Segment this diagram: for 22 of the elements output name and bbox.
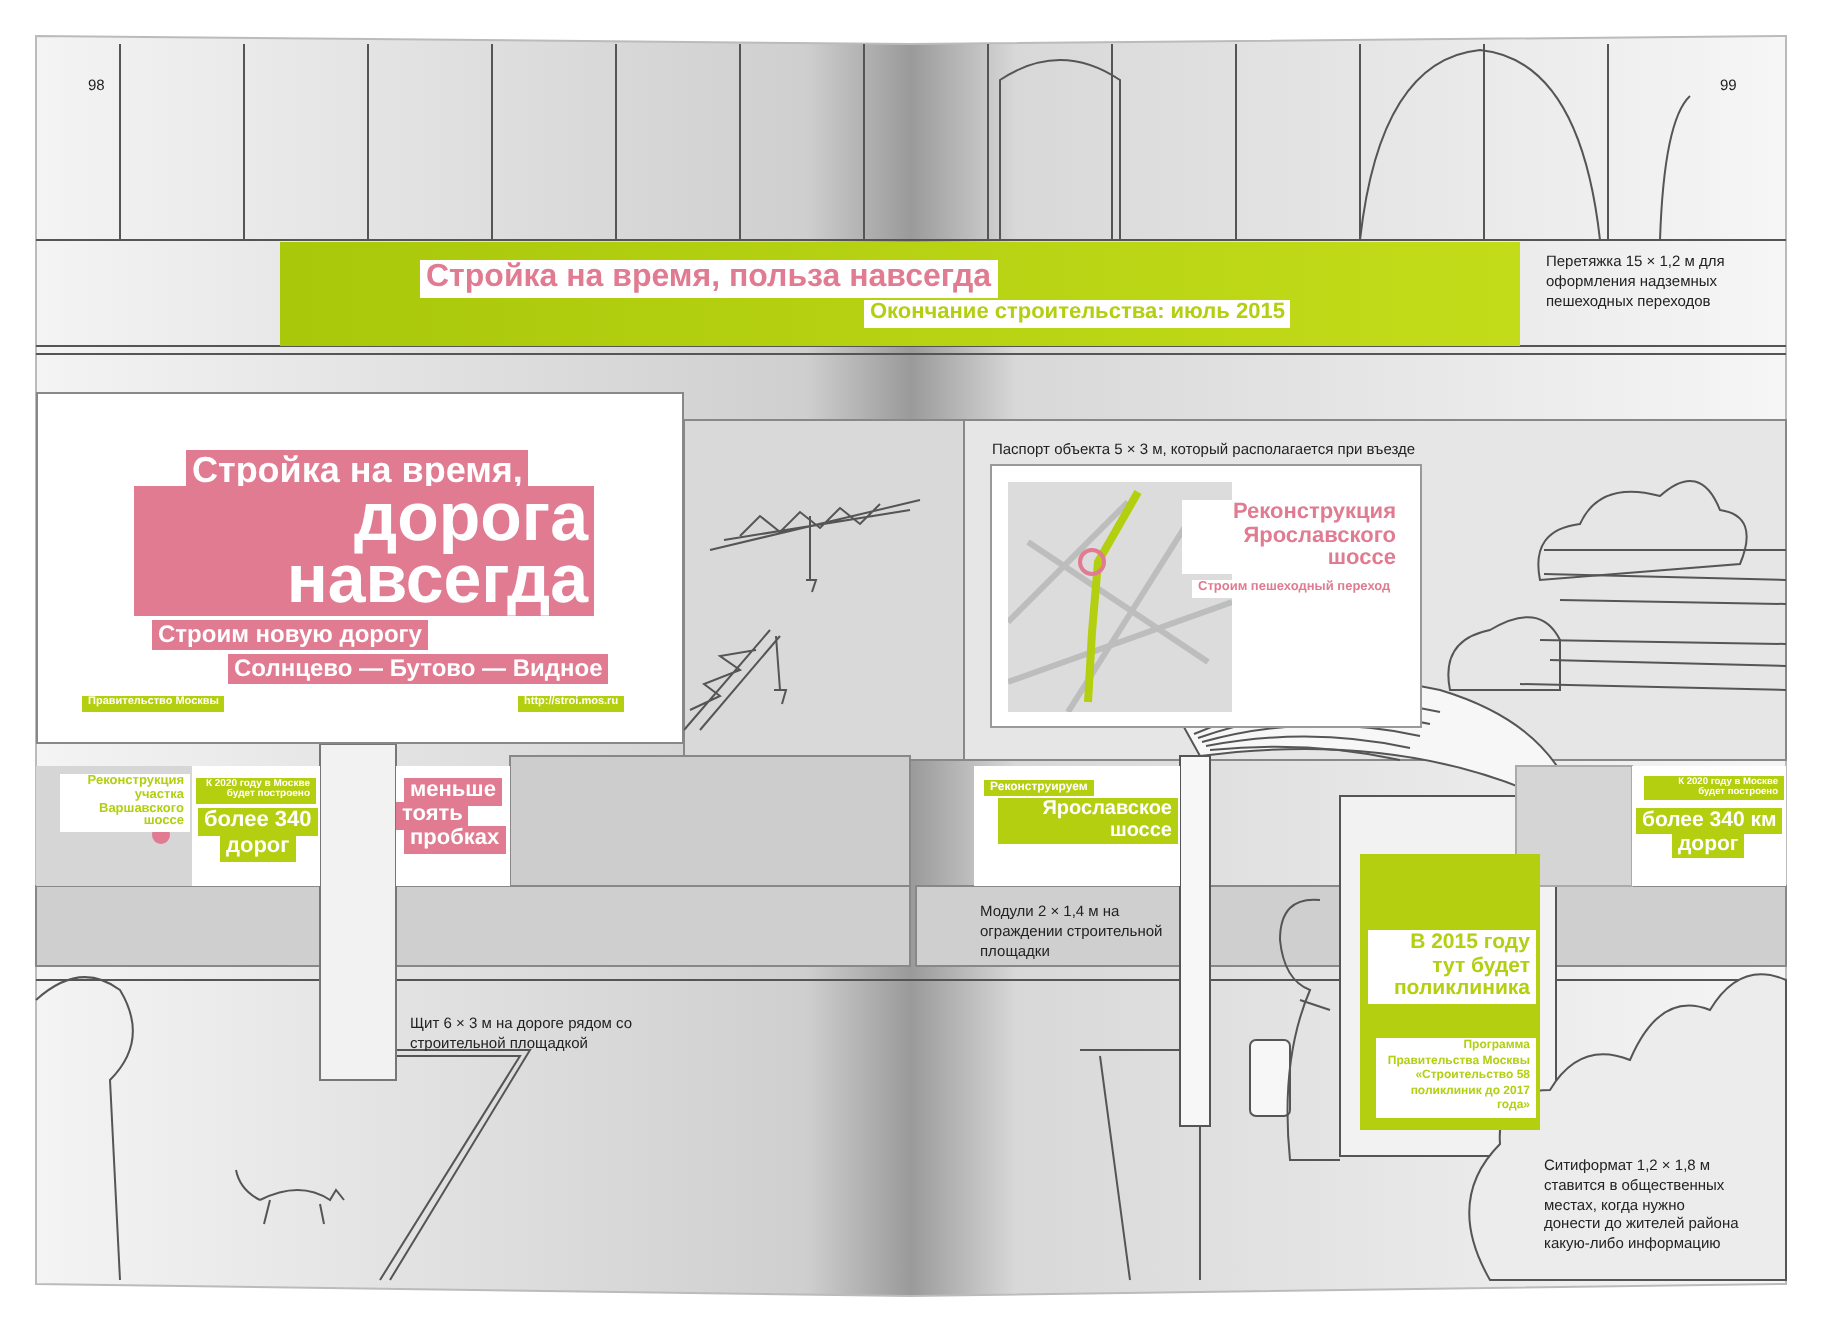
- board-headline: Реконструкция Ярославского шоссе: [1182, 500, 1402, 574]
- poster-headline: более 340 км: [1636, 808, 1783, 835]
- fence-poster: [1632, 766, 1786, 886]
- fence-poster: [192, 766, 320, 886]
- city-format-poster: [1360, 854, 1540, 1130]
- billboard-route: Солнцево — Бутово — Видное: [228, 654, 609, 684]
- banner-headline: Стройка на время, польза навсегда: [420, 260, 998, 298]
- fence-poster: [36, 766, 192, 886]
- poster-headline: дорог: [1672, 832, 1745, 859]
- poster-headline: пробках: [404, 826, 506, 854]
- fence-poster: [974, 766, 1180, 886]
- banner-subtitle: Окончание строительства: июль 2015: [864, 300, 1291, 328]
- billboard-headline: дорога навсегда: [134, 486, 594, 616]
- poster-headline: В 2015 году тут будет поликлиника: [1368, 930, 1536, 1004]
- billboard-subtitle: Строим новую дорогу: [152, 620, 428, 650]
- poster-headline: Ярославское шоссе: [998, 798, 1178, 844]
- poster-headline: дорог: [220, 834, 296, 862]
- banner: [280, 242, 1520, 346]
- billboard: [36, 392, 684, 744]
- fence-poster: [396, 766, 510, 886]
- poster-headline: меньше: [404, 778, 502, 806]
- poster-headline: более 340: [198, 808, 318, 836]
